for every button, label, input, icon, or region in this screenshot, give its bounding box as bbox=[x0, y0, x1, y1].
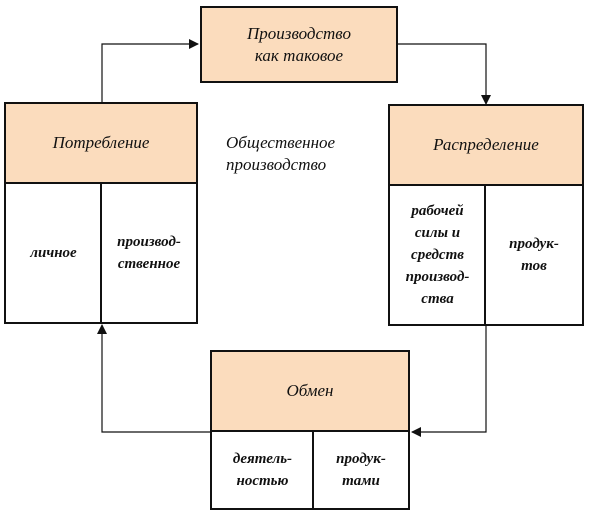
exchange-box: Обмен деятель- ностью продук- тами bbox=[210, 350, 410, 510]
exchange-divider bbox=[312, 432, 314, 508]
distribution-divider bbox=[484, 186, 486, 324]
consumption-title: Потребление bbox=[6, 104, 196, 184]
arrow-production-to-distribution bbox=[398, 43, 491, 105]
exchange-products: продук- тами bbox=[336, 451, 386, 489]
production-title: Производство как таковое bbox=[202, 8, 396, 81]
distribution-box: Распределение рабочей силы и средств про… bbox=[388, 104, 584, 326]
exchange-activity: деятель- ностью bbox=[232, 451, 293, 489]
arrow-exchange-to-consumption bbox=[97, 324, 210, 433]
production-box: Производство как таковое bbox=[200, 6, 398, 83]
distribution-title: Распределение bbox=[390, 106, 582, 186]
consumption-box: Потребление личное производ- ственное bbox=[4, 102, 198, 324]
consumption-productive: производ- ственное bbox=[117, 234, 181, 272]
center-label: Общественное производство bbox=[226, 133, 336, 174]
arrow-distribution-to-exchange bbox=[411, 326, 487, 437]
distribution-labour-means: рабочей силы и средств производ- ства bbox=[405, 203, 470, 307]
exchange-title: Обмен bbox=[212, 352, 408, 432]
arrow-consumption-to-production bbox=[101, 39, 199, 102]
consumption-divider bbox=[100, 184, 102, 322]
distribution-products: продук- тов bbox=[509, 236, 559, 274]
consumption-personal: личное bbox=[30, 245, 77, 261]
